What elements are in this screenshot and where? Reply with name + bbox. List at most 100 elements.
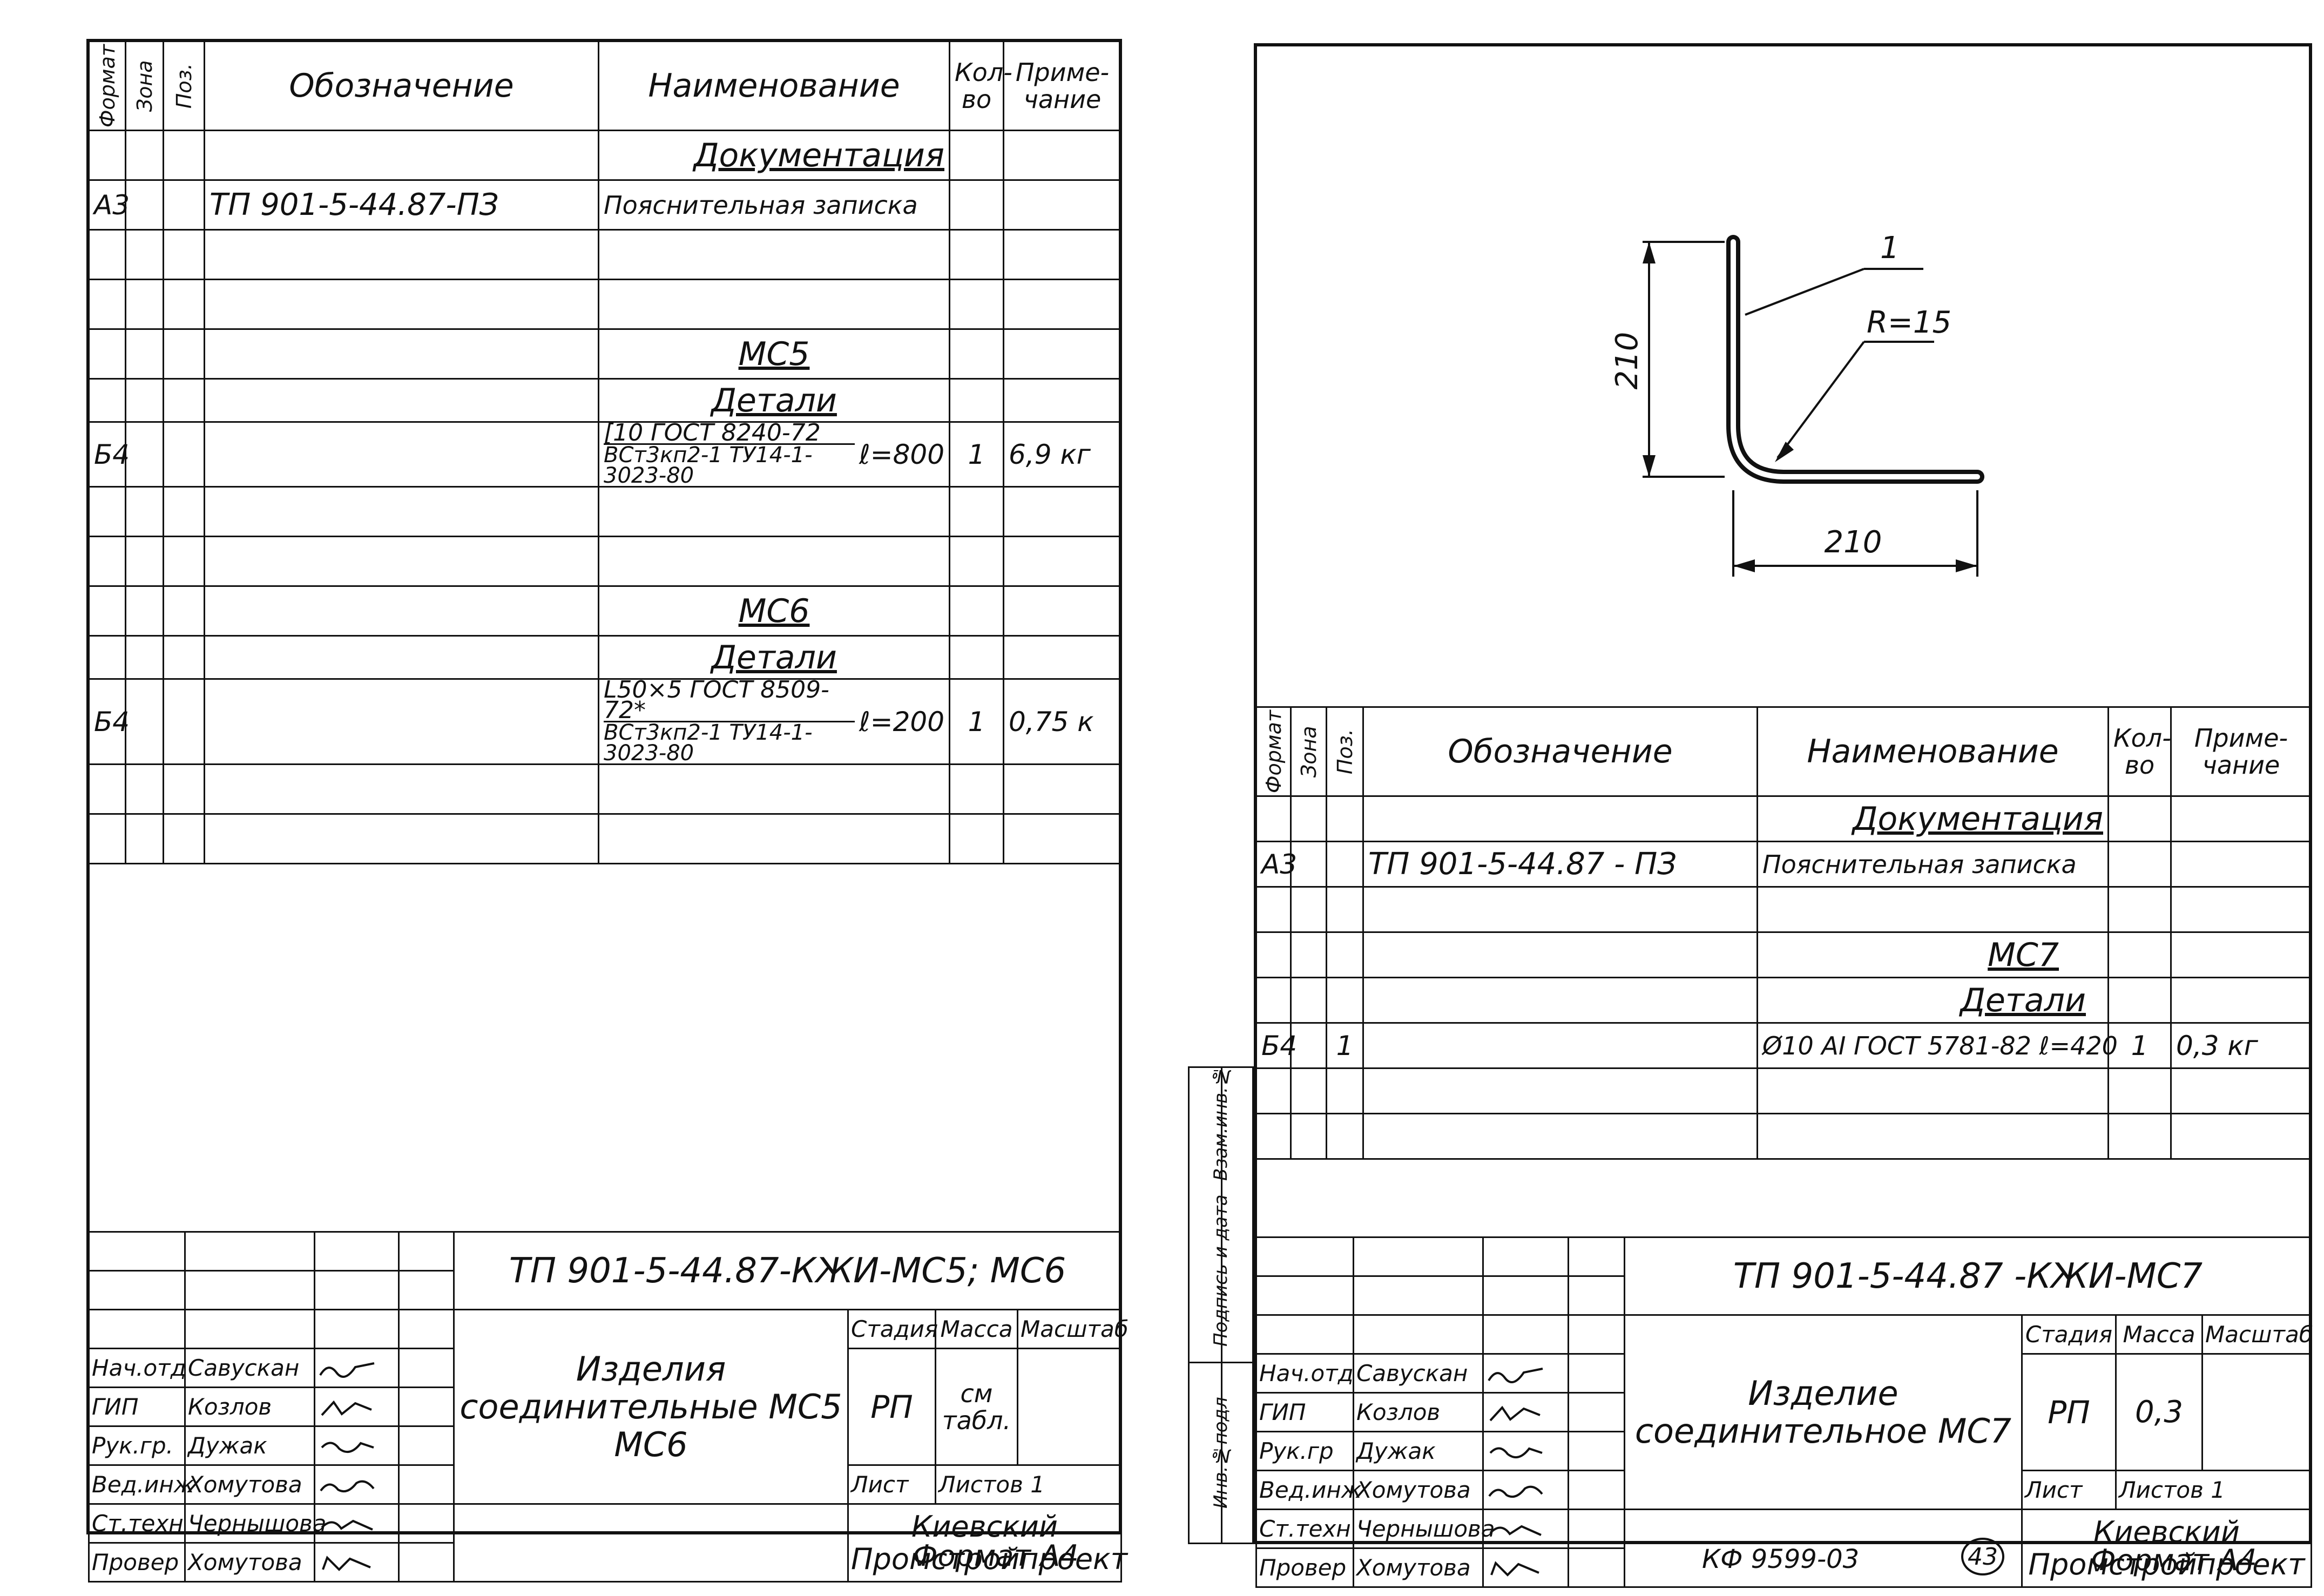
right-person-3: Хомутова: [1353, 1470, 1484, 1510]
left-mass-label: Масса: [935, 1309, 1018, 1349]
row-mc7-item: Б4 1 Ø10 АI ГОСТ 5781-82 ℓ=420 1 0,3 кг: [1255, 1022, 2312, 1070]
left-role-4: Ст.техн: [88, 1503, 186, 1544]
mc5-name: [10 ГОСТ 8240-72 ВСт3кп2-1 ТУ14-1-3023-8…: [598, 421, 950, 489]
mc6-steel: ВСт3кп2-1 ТУ14-1-3023-80: [604, 720, 813, 766]
row-mc7-title: МС7: [1255, 931, 2312, 979]
left-role-0: Нач.отд: [88, 1348, 186, 1388]
doc-format: А3: [88, 179, 130, 231]
section-documentation: Документация: [1756, 795, 2109, 843]
dim-vertical: 210: [1610, 332, 1645, 390]
left-mass: см табл.: [935, 1348, 1018, 1466]
section-mc7: МС7: [1756, 931, 2109, 979]
row-doc: А3 ТП 901-5-44.87-ПЗ Пояснительная запис…: [88, 179, 1122, 231]
right-product-name-line1: Изделие: [1748, 1373, 1899, 1413]
empty-row: [1255, 1067, 2312, 1115]
right-stage: РП: [2021, 1353, 2117, 1471]
right-drawing-code: ТП 901-5-44.87 -КЖИ-МС7: [1624, 1236, 2312, 1316]
mc5-steel: ВСт3кп2-1 ТУ14-1-3023-80: [604, 443, 813, 489]
row-mc7-details: Детали: [1255, 977, 2312, 1024]
mc6-name: L50×5 ГОСТ 8509-72* ВСт3кп2-1 ТУ14-1-302…: [598, 678, 950, 766]
right-sheet: 1 R=15 210 210 Формат Зона Поз. Обозначе…: [1162, 0, 2324, 1596]
dim-horizontal: 210: [1825, 525, 1882, 560]
left-person-0: Савускан: [184, 1348, 315, 1388]
mc5-note: 6,9 кг: [1003, 421, 1122, 488]
mc5-format: Б4: [88, 421, 130, 488]
position-label: 1: [1880, 231, 1900, 266]
right-sheets-label: Листов 1: [2115, 1470, 2312, 1510]
right-sheet-label: Лист: [2021, 1470, 2117, 1510]
header-zone: Зона: [1291, 707, 1327, 796]
spec-header-row: Формат Зона Поз. Обозначение Наименовани…: [1256, 706, 2312, 797]
left-stage-label: Стадия: [847, 1309, 938, 1349]
mc5-profile: [10 ГОСТ 8240-72: [604, 421, 855, 445]
right-role-1: ГИП: [1255, 1392, 1354, 1432]
header-pos: Поз.: [163, 41, 205, 131]
mc7-name: Ø10 АI ГОСТ 5781-82 ℓ=420: [1756, 1022, 2118, 1070]
mc6-length: ℓ=200: [859, 706, 944, 738]
right-title-block: ТП 901-5-44.87 -КЖИ-МС7 Изделие соединит…: [1255, 1236, 2313, 1588]
left-product-name-line3: МС6: [614, 1424, 688, 1464]
left-role-1: ГИП: [88, 1387, 186, 1427]
mc7-qty: 1: [2107, 1022, 2172, 1070]
empty-row: [1255, 1113, 2312, 1160]
signature-icon: [1482, 1509, 1569, 1549]
right-organization: Киевский Промстройпроект: [2021, 1509, 2312, 1588]
right-scale-label: Масштаб: [2201, 1314, 2313, 1355]
right-stage-label: Стадия: [2021, 1314, 2117, 1355]
signature-icon: [314, 1503, 400, 1544]
left-title-block: ТП 901-5-44.87-КЖИ-МС5; МС6 Изделия соед…: [88, 1231, 1129, 1583]
bar-drawing: 1 R=15 210 210: [1610, 231, 1984, 577]
header-pos: Поз.: [1326, 707, 1363, 796]
doc-designation: ТП 901-5-44.87-ПЗ: [204, 179, 599, 231]
signature-icon: [314, 1425, 400, 1466]
signature-icon: [314, 1464, 400, 1505]
header-format: Формат: [89, 41, 126, 131]
empty-row: [88, 536, 1122, 587]
left-sheets-label: Листов 1: [935, 1464, 1122, 1505]
right-role-0: Нач.отд: [1255, 1353, 1354, 1394]
header-format: Формат: [1256, 707, 1291, 796]
left-sheet-label: Лист: [847, 1464, 936, 1505]
signature-icon: [1482, 1547, 1569, 1588]
row-mc6-details: Детали: [88, 635, 1122, 680]
left-person-4: Чернышова: [184, 1503, 327, 1544]
right-product-name: Изделие соединительное МС7: [1624, 1314, 2023, 1510]
right-person-2: Дужак: [1353, 1431, 1484, 1471]
signature-icon: [314, 1542, 400, 1583]
bent-bar: [1726, 235, 1984, 484]
doc-name: Пояснительная записка: [1756, 841, 2109, 888]
left-spec-table: Формат Зона Поз. Обозначение Наименовани…: [88, 40, 1122, 865]
header-zone: Зона: [125, 41, 164, 131]
right-role-4: Ст.техн: [1255, 1509, 1354, 1549]
row-mc5-title: МС5: [88, 328, 1122, 380]
right-person-0: Савускан: [1353, 1353, 1484, 1394]
row-mc5-item: Б4 [10 ГОСТ 8240-72 ВСт3кп2-1 ТУ14-1-302…: [88, 421, 1122, 489]
signature-icon: [1482, 1431, 1569, 1471]
left-role-5: Провер: [88, 1542, 186, 1583]
side-strip: Взам.инв.№ Подпись и дата Инв.№подл: [1188, 1065, 1254, 1544]
mc7-pos: 1: [1326, 1022, 1364, 1070]
empty-row: [88, 279, 1122, 330]
mc7-note: 0,3 кг: [2170, 1022, 2312, 1070]
section-mc6-details: Детали: [598, 635, 950, 680]
doc-designation: ТП 901-5-44.87 - ПЗ: [1362, 841, 1758, 888]
signature-icon: [1482, 1470, 1569, 1510]
right-person-5: Хомутова: [1353, 1547, 1484, 1588]
mc5-length: ℓ=800: [859, 438, 944, 470]
header-designation: Обозначение: [204, 40, 599, 132]
right-product-name-line2: соединительное МС7: [1634, 1411, 2012, 1451]
page-number-text: 43: [1968, 1543, 1998, 1571]
spec-header-row: Формат Зона Поз. Обозначение Наименовани…: [89, 40, 1122, 132]
mc5-qty: 1: [949, 421, 1004, 488]
empty-row: [88, 763, 1122, 815]
left-person-3: Хомутова: [184, 1464, 315, 1505]
empty-row: [88, 229, 1122, 281]
header-name: Наименование: [598, 40, 950, 132]
section-mc5-details: Детали: [598, 378, 950, 423]
signature-icon: [1482, 1353, 1569, 1394]
empty-row: [88, 486, 1122, 538]
mc6-format: Б4: [88, 678, 130, 766]
empty-row: [88, 813, 1122, 865]
row-docs-title: Документация: [88, 130, 1122, 181]
page-number: 43: [1961, 1538, 2004, 1575]
